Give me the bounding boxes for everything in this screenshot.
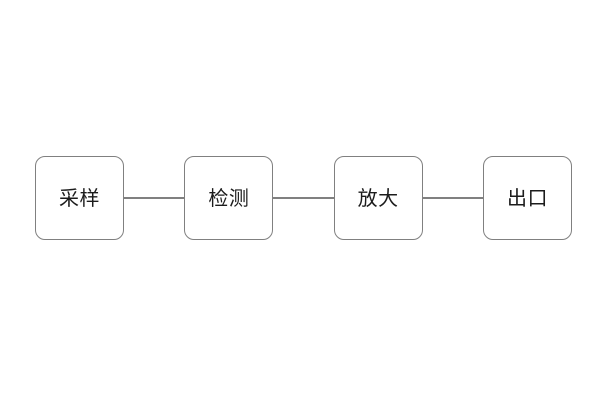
- flowchart-connector-1: [124, 197, 185, 199]
- flowchart-node-label: 出口: [506, 186, 548, 210]
- flowchart-node-label: 放大: [357, 186, 399, 210]
- flowchart-node-label: 检测: [208, 186, 250, 210]
- flowchart-node-amplification[interactable]: 放大: [333, 156, 423, 240]
- flowchart-node-detection[interactable]: 检测: [184, 156, 274, 240]
- flowchart-flow-row: 采样 检测 放大 出口: [35, 156, 572, 240]
- flowchart-node-label: 采样: [59, 186, 100, 210]
- flowchart-connector-3: [422, 197, 483, 199]
- flowchart-node-sampling[interactable]: 采样: [35, 156, 124, 240]
- flowchart-connector-2: [273, 197, 334, 199]
- flowchart-node-outlet[interactable]: 出口: [482, 156, 572, 240]
